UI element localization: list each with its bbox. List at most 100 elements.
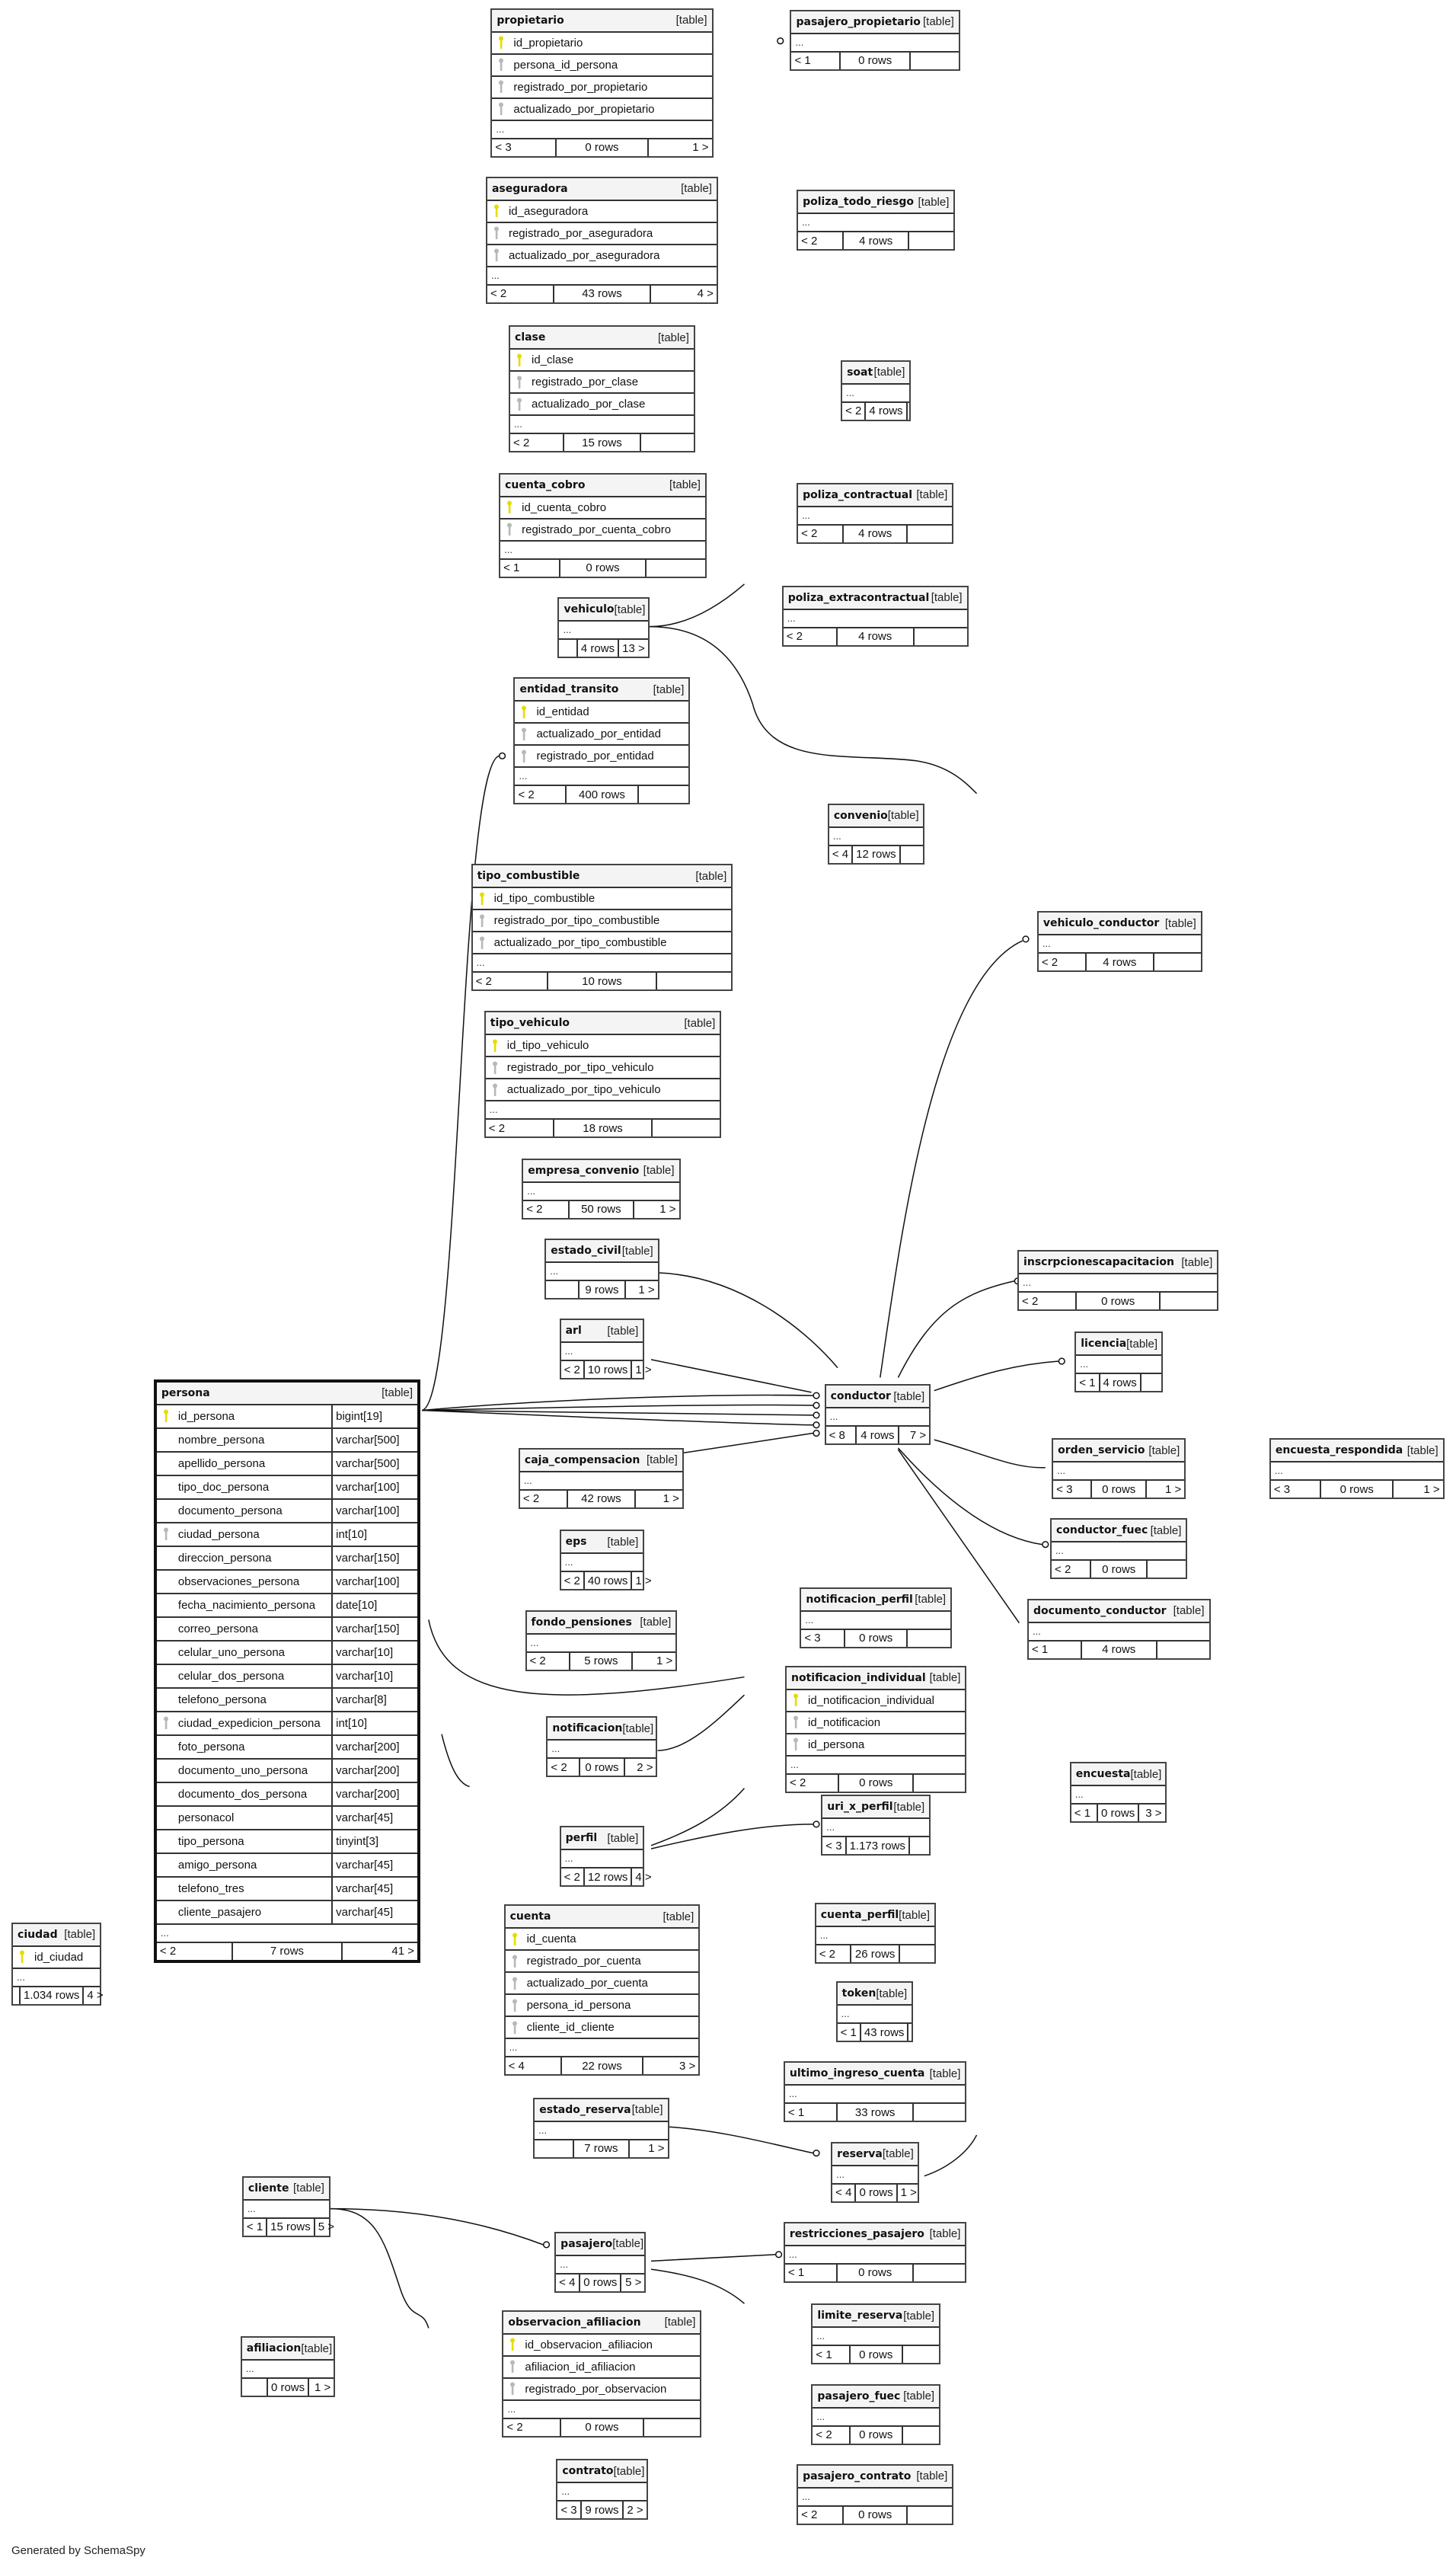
- children-link[interactable]: 3 >: [679, 2059, 696, 2073]
- children-link[interactable]: 1 >: [648, 2142, 665, 2156]
- parents-link[interactable]: < 2: [816, 2428, 832, 2442]
- parents-link[interactable]: < 1: [787, 2266, 805, 2280]
- children-link[interactable]: 1 >: [692, 141, 709, 155]
- children-link[interactable]: [914, 2104, 966, 2121]
- parents-link[interactable]: [535, 2140, 573, 2157]
- column-row[interactable]: actualizado_por_tipo_combustible: [472, 932, 732, 955]
- table-name[interactable]: documento_conductor: [1033, 1604, 1167, 1617]
- parents-link[interactable]: < 2: [801, 2508, 818, 2522]
- table-name[interactable]: cuenta_perfil: [820, 1909, 899, 1922]
- parents-link[interactable]: < 2: [790, 1776, 806, 1790]
- table-name[interactable]: ciudad: [18, 1928, 58, 1941]
- parents-link[interactable]: < 2: [475, 974, 492, 988]
- column-row[interactable]: id_propietario: [492, 33, 712, 55]
- parents-link[interactable]: < 3: [560, 2503, 577, 2517]
- parents-link[interactable]: [546, 1281, 578, 1298]
- table-name[interactable]: cliente: [247, 2182, 289, 2195]
- children-link[interactable]: [903, 2346, 939, 2363]
- table-name[interactable]: restricciones_pasajero: [789, 2227, 924, 2240]
- parents-link[interactable]: < 2: [551, 1760, 567, 1774]
- parents-link[interactable]: < 2: [529, 1654, 546, 1668]
- parents-link[interactable]: < 2: [1022, 1294, 1039, 1308]
- children-link[interactable]: [910, 1837, 929, 1854]
- column-row[interactable]: id_cuenta: [505, 1929, 699, 1952]
- children-link[interactable]: 1 >: [659, 1203, 676, 1216]
- table-name[interactable]: conductor_fuec: [1056, 1524, 1148, 1537]
- table-name[interactable]: vehiculo_conductor: [1043, 917, 1160, 930]
- table-name[interactable]: cuenta: [509, 1910, 551, 1923]
- parents-link[interactable]: < 2: [564, 1363, 580, 1376]
- parents-link[interactable]: < 2: [488, 1121, 506, 1135]
- parents-link[interactable]: < 2: [506, 2421, 523, 2434]
- table-name[interactable]: pasajero_contrato: [803, 2469, 912, 2482]
- column-row[interactable]: actualizado_por_entidad: [515, 724, 689, 746]
- column-row[interactable]: registrado_por_observacion: [503, 2379, 701, 2401]
- table-name[interactable]: soat: [847, 366, 873, 379]
- parents-link[interactable]: < 1: [816, 2348, 832, 2361]
- parents-link[interactable]: < 4: [559, 2276, 576, 2290]
- column-row[interactable]: registrado_por_tipo_vehiculo: [485, 1057, 720, 1080]
- children-link[interactable]: 4 >: [87, 1989, 104, 2003]
- column-row[interactable]: persona_id_persona: [505, 1995, 699, 2018]
- table-name[interactable]: aseguradora: [491, 182, 568, 195]
- table-tipo-combustible[interactable]: tipo_combustible[table]id_tipo_combustib…: [471, 864, 733, 992]
- table-notificacion-individual[interactable]: notificacion_individual[table]id_notific…: [785, 1665, 967, 1793]
- children-link[interactable]: [1157, 1642, 1209, 1658]
- column-row[interactable]: id_entidad: [515, 702, 689, 724]
- table-name[interactable]: reserva: [837, 2147, 883, 2160]
- table-name[interactable]: pasajero_propietario: [796, 15, 921, 28]
- parents-link[interactable]: < 2: [801, 527, 818, 541]
- parents-link[interactable]: < 1: [246, 2220, 263, 2234]
- table-name[interactable]: arl: [565, 1325, 582, 1338]
- children-link[interactable]: 1 >: [1423, 1482, 1440, 1496]
- column-row[interactable]: registrado_por_clase: [510, 372, 694, 395]
- table-name[interactable]: ultimo_ingreso_cuenta: [789, 2067, 925, 2080]
- children-link[interactable]: [908, 526, 952, 542]
- children-link[interactable]: [900, 1945, 934, 1962]
- column-row[interactable]: id_tipo_vehiculo: [485, 1035, 720, 1058]
- children-link[interactable]: [647, 560, 705, 577]
- parents-link[interactable]: < 3: [495, 141, 512, 155]
- column-row[interactable]: registrado_por_cuenta_cobro: [500, 519, 705, 542]
- children-link[interactable]: 2 >: [637, 1760, 653, 1774]
- table-name[interactable]: notificacion: [552, 1722, 623, 1735]
- children-link[interactable]: 3 >: [1145, 1806, 1162, 1820]
- children-link[interactable]: [1161, 1293, 1217, 1309]
- table-name[interactable]: estado_civil: [551, 1245, 621, 1258]
- children-link[interactable]: [914, 1775, 965, 1792]
- children-link[interactable]: 4 >: [697, 287, 714, 301]
- children-link[interactable]: [915, 628, 967, 645]
- children-link[interactable]: [908, 403, 914, 420]
- parents-link[interactable]: [13, 1987, 19, 2004]
- column-row[interactable]: actualizado_por_aseguradora: [487, 245, 717, 267]
- parents-link[interactable]: < 4: [832, 848, 849, 862]
- parents-link[interactable]: < 2: [513, 436, 530, 449]
- children-link[interactable]: 1 >: [635, 1363, 652, 1376]
- table-name[interactable]: tipo_vehiculo: [490, 1017, 570, 1030]
- parents-link[interactable]: < 2: [490, 287, 507, 301]
- children-link[interactable]: 1 >: [656, 1654, 673, 1668]
